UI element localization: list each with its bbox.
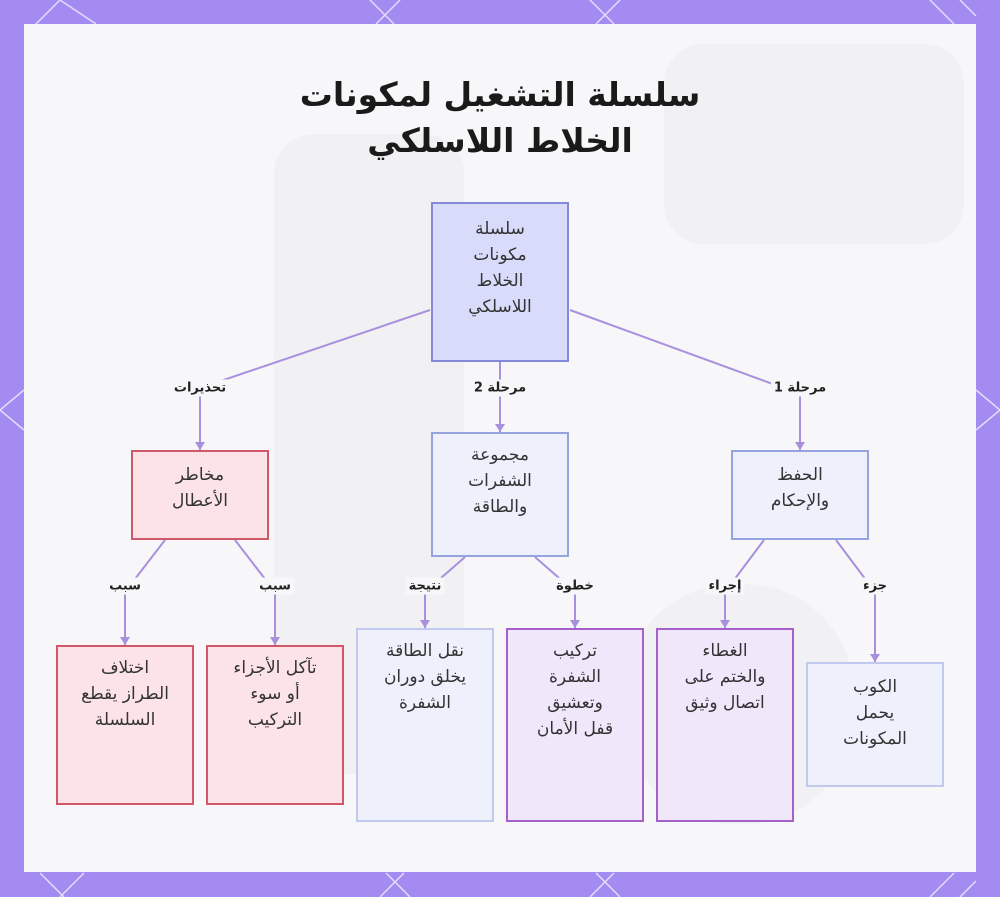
node-install[interactable]: تركيب الشفرة وتعشيق قفل الأمان <box>506 628 644 822</box>
node-label: الحفظ والإحكام <box>770 465 830 511</box>
arrowhead-blades <box>495 424 505 432</box>
edge-label-cause-b: سبب <box>106 577 144 595</box>
node-label: مخاطر الأعطال <box>171 465 229 511</box>
arrowhead-power <box>420 620 430 628</box>
edge-label-warnings: تحذيرات <box>170 379 230 397</box>
node-power[interactable]: نقل الطاقة يخلق دوران الشفرة <box>356 628 494 822</box>
node-mismatch[interactable]: اختلاف الطراز يقطع السلسلة <box>56 645 194 805</box>
node-label: اختلاف الطراز يقطع السلسلة <box>81 658 169 730</box>
node-label: الكوب يحمل المكونات <box>843 677 907 749</box>
node-lid[interactable]: الغطاء والختم على اتصال وثيق <box>656 628 794 822</box>
edge-root-risks <box>199 309 431 450</box>
node-preserve[interactable]: الحفظ والإحكام <box>731 450 869 540</box>
arrowhead-lid <box>720 620 730 628</box>
edge-preserve-cup <box>835 539 876 662</box>
node-label: تآكل الأجزاء أو سوء التركيب <box>233 658 317 730</box>
node-label: الغطاء والختم على اتصال وثيق <box>684 641 766 713</box>
node-cup[interactable]: الكوب يحمل المكونات <box>806 662 944 787</box>
node-wear[interactable]: تآكل الأجزاء أو سوء التركيب <box>206 645 344 805</box>
edge-label-result: نتيجة <box>405 577 445 595</box>
node-risks[interactable]: مخاطر الأعطال <box>131 450 269 540</box>
node-label: مجموعة الشفرات والطاقة <box>468 445 532 517</box>
arrowhead-install <box>570 620 580 628</box>
arrowhead-risks <box>195 442 205 450</box>
node-blades[interactable]: مجموعة الشفرات والطاقة <box>431 432 569 557</box>
background-ghost-right <box>664 44 964 244</box>
node-root[interactable]: سلسلة مكونات الخلاط اللاسلكي <box>431 202 569 362</box>
edge-label-action: إجراء <box>705 577 745 595</box>
edge-label-part: جزء <box>859 577 891 595</box>
arrowhead-cup <box>870 654 880 662</box>
edge-label-cause-a: سبب <box>256 577 294 595</box>
node-label: نقل الطاقة يخلق دوران الشفرة <box>383 641 467 713</box>
edge-root-preserve <box>569 309 801 450</box>
edge-label-step: خطوة <box>553 577 597 595</box>
arrowhead-preserve <box>795 442 805 450</box>
edge-label-stage1: مرحلة 1 <box>770 379 830 397</box>
arrowhead-wear <box>270 637 280 645</box>
arrowhead-mismatch <box>120 637 130 645</box>
node-label: تركيب الشفرة وتعشيق قفل الأمان <box>536 641 614 739</box>
page-title: سلسلة التشغيل لمكونات الخلاط اللاسلكي <box>299 75 701 160</box>
edge-label-stage2: مرحلة 2 <box>470 379 530 397</box>
node-label: سلسلة مكونات الخلاط اللاسلكي <box>468 219 532 317</box>
